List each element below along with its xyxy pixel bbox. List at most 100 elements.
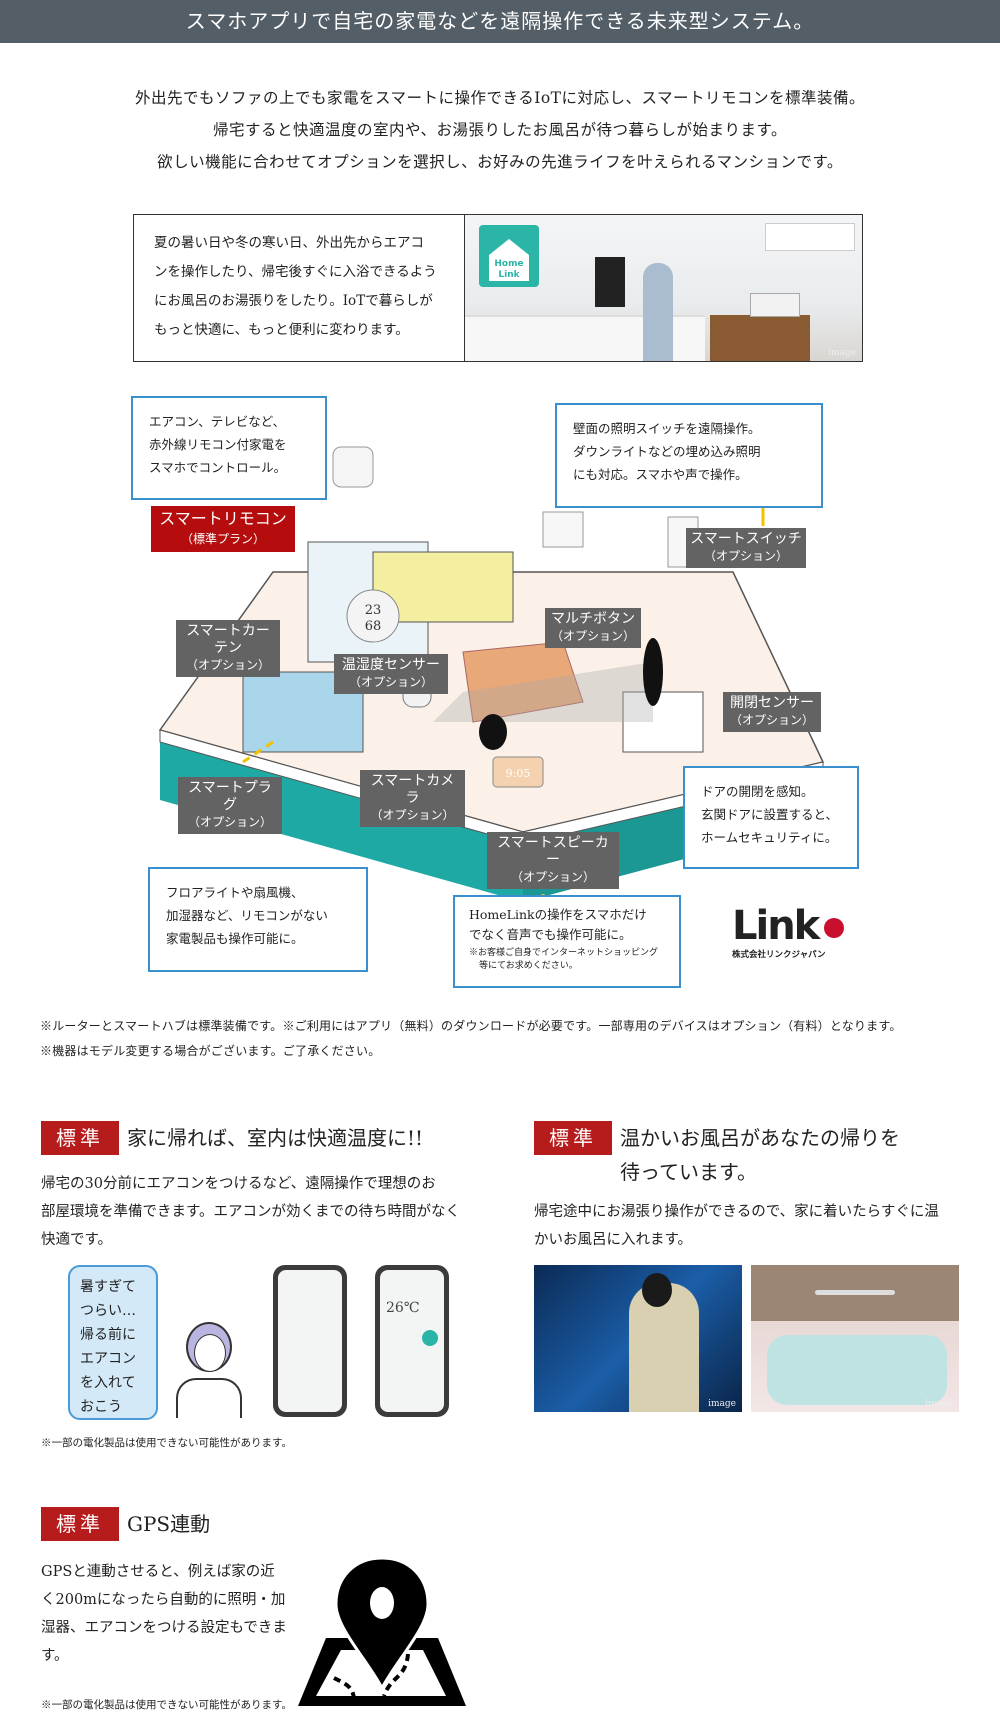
bubble-line: を入れて	[80, 1375, 136, 1391]
section-title-aircon: 家に帰れば、室内は快適温度に!!	[127, 1126, 424, 1150]
callout-line: 壁面の照明スイッチを遠隔操作。	[573, 421, 761, 436]
label-plan: （オプション）	[185, 658, 270, 672]
label-name: マルチボタン	[551, 611, 635, 627]
isometric-floor-illustration: 9:05 23 68	[158, 446, 825, 902]
standard-badge: 標準	[41, 1121, 119, 1155]
intro-line: 外出先でもソファの上でも家電をスマートに操作できるIoTに対応し、スマートリモコ…	[134, 89, 866, 107]
label-name: スマートスイッチ	[690, 531, 802, 547]
label-name: 温湿度センサー	[342, 657, 440, 673]
callout-line: エアコン、テレビなど、	[149, 414, 286, 429]
label-smart-plug: スマートプラグ （オプション）	[178, 777, 282, 834]
section-body-aircon: 帰宅の30分前にエアコンをつけるなど、遠隔操作で理想のお部屋環境を準備できます。…	[41, 1170, 460, 1254]
label-multi-button: マルチボタン （オプション）	[545, 608, 641, 648]
callout-line: 加湿器など、リモコンがない	[166, 908, 328, 923]
sideboard	[710, 315, 810, 361]
callout-line: 家電製品も操作可能に。	[166, 931, 304, 946]
label-plan: （オプション）	[550, 629, 635, 643]
label-name: スマートスピーカー	[497, 835, 609, 868]
power-button-icon	[422, 1330, 438, 1346]
label-name: スマートリモコン	[159, 509, 287, 528]
link-japan-logo: Link 株式会社リンクジャパン	[732, 904, 857, 964]
label-name: スマートプラグ	[188, 780, 272, 813]
person-illustration	[172, 1322, 244, 1418]
bubble-line: 暑すぎて	[80, 1279, 136, 1295]
callout-open-sensor: ドアの開閉を感知。 玄関ドアに設置すると、 ホームセキュリティに。	[683, 766, 859, 869]
bubble-line: エアコン	[80, 1351, 136, 1367]
body-line: す。	[41, 1648, 69, 1664]
label-plan: （標準プラン）	[180, 532, 265, 546]
section-note-gps: ※一部の電化製品は使用できない可能性があります。	[41, 1699, 292, 1711]
label-plan: （オプション）	[510, 870, 595, 884]
body-line: 帰宅の30分前にエアコンをつけるなど、遠隔操作で理想のお	[41, 1176, 436, 1192]
phone-app-screen	[273, 1265, 347, 1417]
callout-line: ダウンライトなどの埋め込み照明	[573, 444, 761, 459]
air-conditioner	[765, 223, 855, 251]
standard-badge: 標準	[534, 1121, 612, 1155]
label-name: 開閉センサー	[730, 695, 814, 711]
label-plan: （オプション）	[348, 675, 433, 689]
title-line: 温かいお風呂があなたの帰りを	[620, 1126, 900, 1150]
body-line: 部屋環境を準備できます。エアコンが効くまでの待ち時間がなく	[41, 1204, 461, 1220]
section-body-bath: 帰宅途中にお湯張り操作ができるので、家に着いたらすぐに温かいお風呂に入れます。	[534, 1198, 939, 1254]
smart-home-diagram: 9:05 23 68	[133, 392, 863, 992]
label-plan: （オプション）	[370, 808, 455, 822]
body-line: く200mになったら自動的に照明・加	[41, 1592, 286, 1608]
label-plan: （オプション）	[729, 713, 814, 727]
title-line: 待っています。	[620, 1160, 757, 1184]
woman-with-phone-photo: image	[534, 1265, 742, 1412]
bubble-line: つらい…	[80, 1303, 136, 1319]
callout-smart-plug: フロアライトや扇風機、 加湿器など、リモコンがない 家電製品も操作可能に。	[148, 867, 368, 972]
range-hood	[595, 257, 625, 307]
microwave	[750, 293, 800, 317]
callout-smart-remote: エアコン、テレビなど、 赤外線リモコン付家電を スマホでコントロール。	[131, 396, 327, 500]
speech-bubble: 暑すぎてつらい…帰る前にエアコンを入れておこう	[68, 1265, 158, 1420]
callout-note: ※お客様ご自身でインターネットショッピング	[469, 948, 659, 958]
feature-line: ンを操作したり、帰宅後すぐに入浴できるよう	[154, 264, 437, 280]
callout-line: スマホでコントロール。	[149, 460, 287, 475]
feature-line: 夏の暑い日や冬の寒い日、外出先からエアコ	[154, 235, 424, 251]
logo-text: Link	[732, 903, 820, 949]
logo-dot	[824, 918, 844, 938]
label-name: スマートカーテン	[186, 623, 270, 656]
body-line: GPSと連動させると、例えば家の近	[41, 1564, 275, 1580]
callout-line: 赤外線リモコン付家電を	[149, 437, 287, 452]
callout-line: でなく音声でも操作可能に。	[469, 927, 632, 942]
callout-line: ドアの開閉を感知。	[701, 784, 814, 799]
callout-smart-speaker: HomeLinkの操作をスマホだけ でなく音声でも操作可能に。 ※お客様ご自身で…	[453, 895, 681, 988]
image-tag: image	[828, 348, 856, 358]
label-smart-remote: スマートリモコン （標準プラン）	[151, 506, 295, 552]
label-thermo-sensor: 温湿度センサー （オプション）	[334, 654, 448, 694]
section-title-gps: GPS連動	[127, 1512, 211, 1536]
section-note-aircon: ※一部の電化製品は使用できない可能性があります。	[41, 1437, 292, 1449]
callout-line: にも対応。スマホや声で操作。	[573, 467, 748, 482]
feature-line: にお風呂のお湯張りをしたり。IoTで暮らしが	[154, 293, 433, 309]
label-smart-camera: スマートカメラ （オプション）	[360, 770, 465, 827]
logo-company: 株式会社リンクジャパン	[732, 950, 826, 960]
body-line: 湿器、エアコンをつける設定もできま	[41, 1620, 287, 1636]
intro-line: 欲しい機能に合わせてオプションを選択し、お好みの先進ライフを叶えられるマンション…	[157, 153, 843, 171]
label-smart-speaker: スマートスピーカー （オプション）	[487, 832, 619, 889]
label-smart-switch: スマートスイッチ（オプション）	[686, 528, 806, 568]
label-plan: （オプション）	[187, 815, 272, 829]
section-body-gps: GPSと連動させると、例えば家の近く200mになったら自動的に照明・加湿器、エア…	[41, 1558, 287, 1670]
callout-line: フロアライトや扇風機、	[166, 885, 304, 900]
label-name: スマートカメラ	[370, 773, 455, 806]
map-pin-icon	[298, 1558, 466, 1706]
label-open-sensor: 開閉センサー （オプション）	[723, 692, 821, 732]
body-line: 帰宅途中にお湯張り操作ができるので、家に着いたらすぐに温	[534, 1204, 939, 1220]
footnote: ※機器はモデル変更する場合がございます。ご了承ください。	[40, 1044, 381, 1058]
callout-smart-switch: 壁面の照明スイッチを遠隔操作。 ダウンライトなどの埋め込み照明 にも対応。スマホ…	[555, 403, 823, 508]
callout-line: HomeLinkの操作をスマホだけ	[469, 907, 647, 922]
thermo-humidity: 68	[365, 619, 382, 634]
image-tag: image	[925, 1399, 953, 1409]
callout-line: 玄関ドアに設置すると、	[701, 807, 839, 822]
standard-badge: 標準	[41, 1507, 119, 1541]
body-line: 快適です。	[41, 1232, 113, 1248]
callout-line: ホームセキュリティに。	[701, 830, 838, 845]
intro-line: 帰宅すると快適温度の室内や、お湯張りしたお風呂が待つ暮らしが始まります。	[213, 121, 787, 139]
phone-temperature: 26℃	[386, 1300, 420, 1316]
speaker-clock: 9:05	[506, 767, 531, 780]
body-line: かいお風呂に入れます。	[534, 1232, 693, 1248]
